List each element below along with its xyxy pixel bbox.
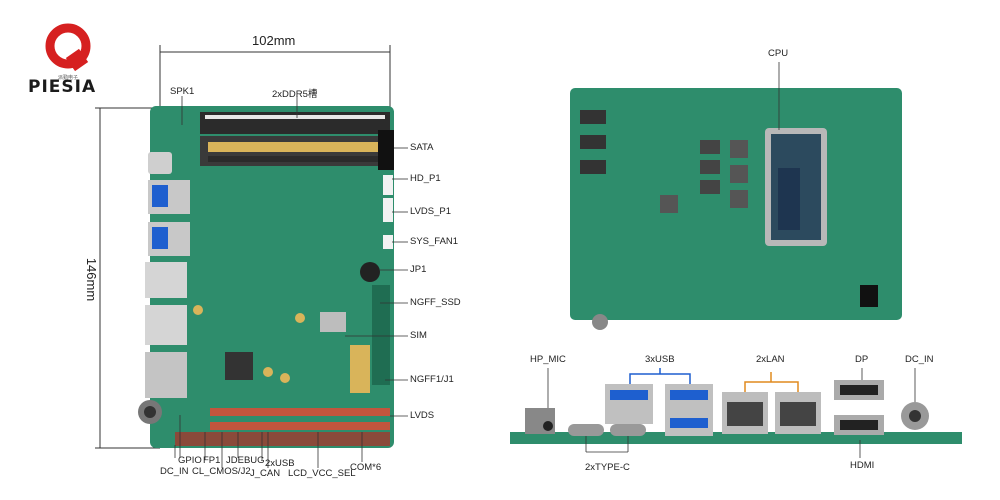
- dimension-width: [159, 45, 391, 108]
- label-sata: SATA: [410, 142, 434, 153]
- label-sys-fan1: SYS_FAN1: [410, 236, 459, 247]
- label-sim: SIM: [410, 330, 427, 341]
- label-cl-cmos: CL_CMOS/J2: [192, 466, 251, 477]
- label-dc-in-top: DC_IN: [160, 466, 189, 477]
- label-jdebug: JDEBUG: [226, 455, 265, 466]
- label-ngff1-j1: NGFF1/J1: [410, 374, 454, 385]
- label-ddr5: 2xDDR5槽: [272, 89, 318, 100]
- dimension-height: [95, 107, 160, 449]
- label-3xusb: 3xUSB: [645, 354, 675, 365]
- label-spk1: SPK1: [170, 86, 195, 97]
- usb-bracket: [629, 368, 691, 384]
- dimension-height-label: 146mm: [84, 257, 100, 302]
- label-lvds: LVDS: [410, 410, 435, 421]
- leader-lines-io: [547, 368, 916, 458]
- label-ngff-ssd: NGFF_SSD: [410, 297, 461, 308]
- label-hp-mic: HP_MIC: [530, 354, 566, 365]
- brand-logo: PIESIA 派勤电子: [28, 22, 98, 102]
- label-lcd-vcc-sel: LCD_VCC_SEL: [288, 468, 356, 479]
- label-lvds-p1: LVDS_P1: [410, 206, 452, 217]
- brand-name: PIESIA: [28, 77, 97, 97]
- brand-sub: 派勤电子: [58, 75, 79, 81]
- label-com6: COM*6: [350, 462, 382, 473]
- label-2xlan: 2xLAN: [756, 354, 785, 365]
- label-2xtype-c: 2xTYPE-C: [585, 462, 630, 473]
- lan-bracket: [744, 372, 799, 392]
- label-hd-p1: HD_P1: [410, 173, 441, 184]
- board-top-view: [138, 106, 394, 448]
- label-dp: DP: [855, 354, 869, 365]
- board-back-view: [570, 88, 902, 330]
- label-cpu: CPU: [768, 48, 789, 59]
- dimension-width-label: 102mm: [252, 33, 296, 48]
- label-j-can: J_CAN: [250, 468, 281, 479]
- io-panel-view: [510, 380, 962, 444]
- label-jp1: JP1: [410, 264, 427, 275]
- label-hdmi: HDMI: [850, 460, 875, 471]
- leader-lines-top: [174, 96, 408, 468]
- label-fp1: FP1: [203, 455, 221, 466]
- logo-mark-icon: [45, 23, 91, 72]
- label-dc-in-io: DC_IN: [905, 354, 934, 365]
- label-gpio: GPIO: [178, 455, 202, 466]
- label-2xusb: 2xUSB: [265, 458, 295, 469]
